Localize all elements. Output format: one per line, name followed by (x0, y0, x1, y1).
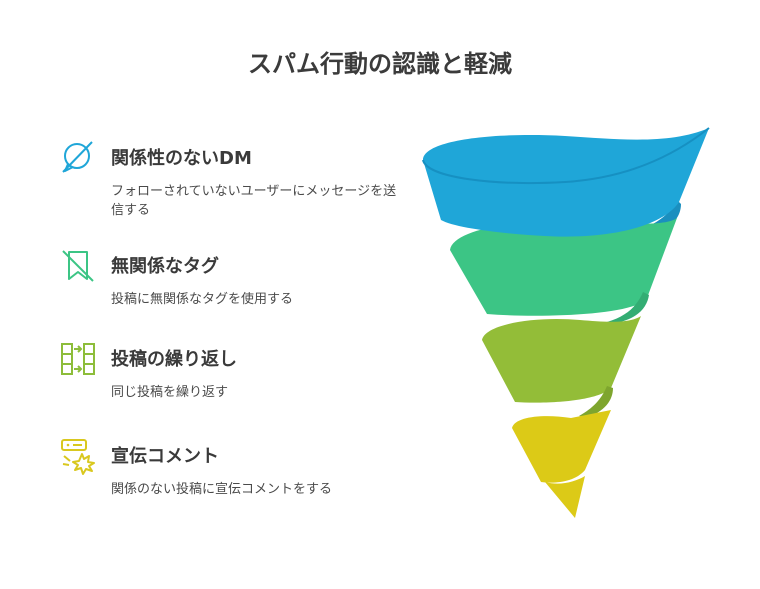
page-title: スパム行動の認識と軽減 (248, 50, 512, 78)
funnel-diagram (422, 127, 710, 518)
funnel-yellow-tip (545, 476, 585, 518)
item-description: フォローされていないユーザーにメッセージを送信する (111, 184, 397, 218)
promo-burst-icon (61, 439, 95, 475)
no-message-icon (62, 141, 93, 173)
item-heading: 宣伝コメント (111, 446, 219, 467)
funnel-blue-rim (422, 127, 710, 185)
item-description: 投稿に無関係なタグを使用する (111, 292, 294, 307)
item-heading: 投稿の繰り返し (111, 349, 237, 370)
item-heading: 関係性のないDM (111, 148, 252, 169)
item-description: 同じ投稿を繰り返す (111, 385, 229, 400)
funnel-band-green (450, 218, 677, 316)
funnel-olive-tail (579, 386, 613, 418)
no-tag-icon (62, 250, 94, 282)
item-description: 関係のない投稿に宣伝コメントをする (111, 482, 333, 497)
item-heading: 無関係なタグ (111, 256, 219, 277)
repeat-grid-icon (61, 343, 95, 375)
funnel-green-tail (607, 292, 649, 324)
funnel-band-olive (482, 316, 641, 403)
funnel-band-yellow (512, 410, 611, 483)
